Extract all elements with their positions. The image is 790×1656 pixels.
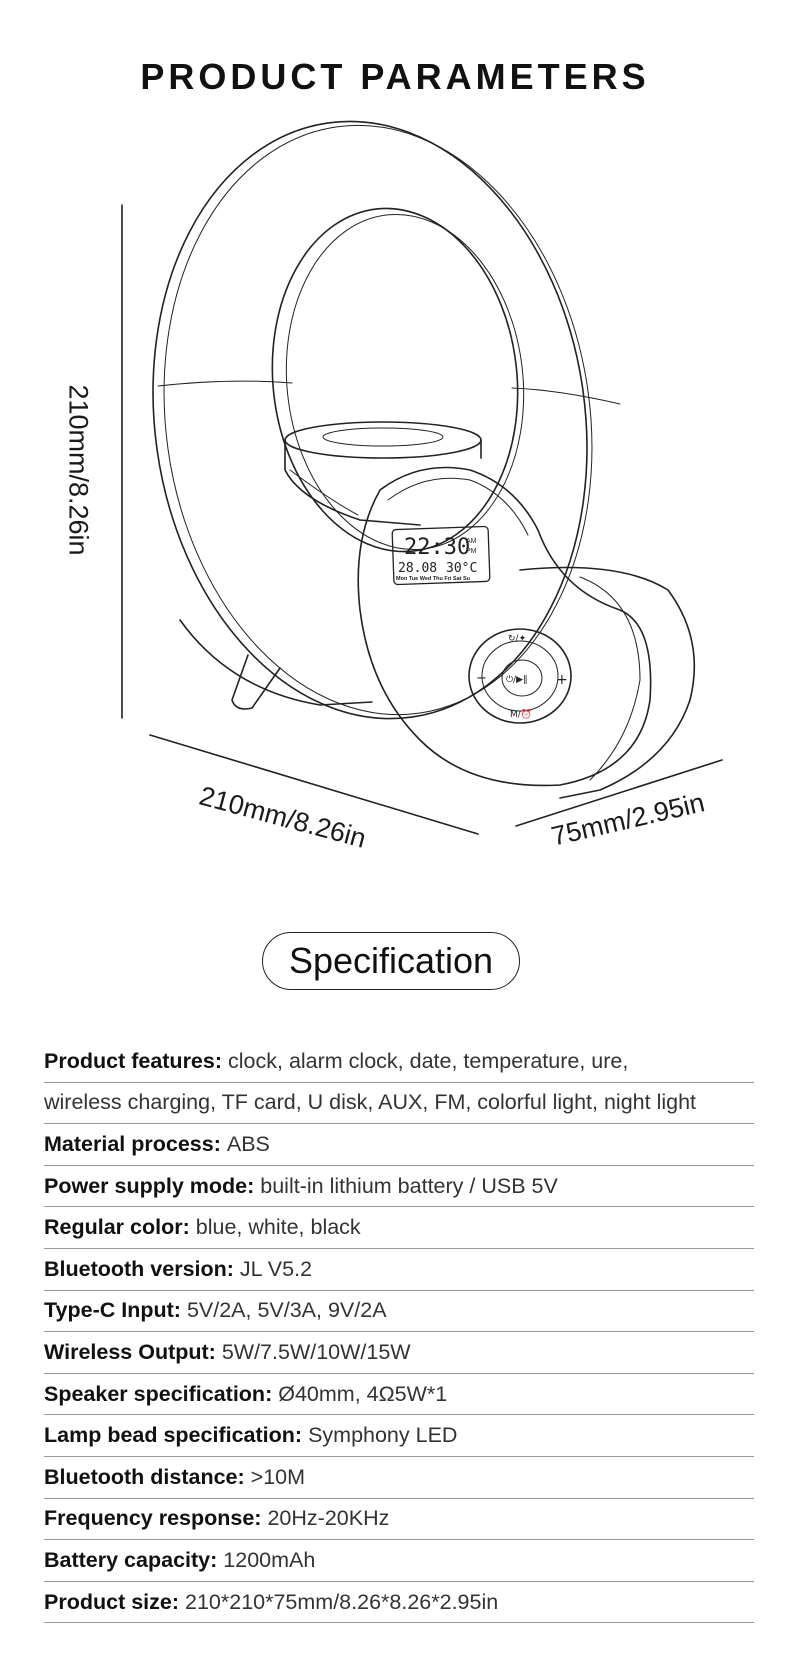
lcd-date: 28.08 [398, 561, 437, 576]
spec-row-wireless-output: Wireless Output:5W/7.5W/10W/15W [44, 1332, 754, 1374]
spec-row-bluetooth-version: Bluetooth version:JL V5.2 [44, 1249, 754, 1291]
spec-row-lamp-bead: Lamp bead specification:Symphony LED [44, 1415, 754, 1457]
spec-row-regular-color: Regular color:blue, white, black [44, 1207, 754, 1249]
spec-row-power-supply: Power supply mode:built-in lithium batte… [44, 1166, 754, 1208]
width-dimension-line [149, 734, 479, 835]
base-cylinder [519, 566, 696, 799]
spec-list: Product features:clock, alarm clock, dat… [44, 1041, 754, 1624]
spec-row-type-c-input: Type-C Input:5V/2A, 5V/3A, 9V/2A [44, 1291, 754, 1333]
lcd-days: Mon Tue Wed Thu Fri Sat Su [396, 576, 470, 582]
height-dimension-label: 210mm/8.26in [63, 384, 94, 556]
inner-ring-edge [285, 213, 525, 551]
spec-row-bluetooth-distance: Bluetooth distance:>10M [44, 1457, 754, 1499]
outer-ring [152, 120, 588, 720]
outer-ring-edge [163, 124, 593, 716]
left-foot [231, 654, 281, 710]
control-left: − [476, 671, 487, 686]
center-button [501, 659, 543, 697]
base-curve [179, 619, 373, 706]
lcd-time: 22:30 [404, 535, 470, 560]
depth-dimension-line [515, 759, 723, 827]
lcd-temp: 30°C [446, 561, 477, 576]
control-pad-ring [481, 640, 559, 712]
spec-row-speaker: Speaker specification:Ø40mm, 4Ω5W*1 [44, 1374, 754, 1416]
spec-row-product-features: Product features:clock, alarm clock, dat… [44, 1041, 754, 1083]
spec-row-battery-capacity: Battery capacity:1200mAh [44, 1540, 754, 1582]
control-arm [357, 466, 652, 787]
svg-text:PM: PM [466, 548, 477, 555]
control-center: ⏻/▶‖ [506, 674, 528, 685]
page-title: PRODUCT PARAMETERS [140, 56, 650, 97]
spec-row-frequency-response: Frequency response:20Hz-20KHz [44, 1499, 754, 1541]
spec-row-material-process: Material process:ABS [44, 1124, 754, 1166]
product-line-drawing: 22:30 AM PM 28.08 30°C Mon Tue Wed Thu F… [121, 120, 723, 835]
control-top: ↻/✦ [508, 634, 527, 644]
specification-heading: Specification [262, 932, 520, 990]
spec-row-product-features-cont: wireless charging, TF card, U disk, AUX,… [44, 1083, 754, 1125]
control-bottom: M/⏰ [510, 708, 532, 720]
control-pad [468, 628, 572, 724]
inner-ring [271, 207, 519, 553]
spec-row-product-size: Product size:210*210*75mm/8.26*8.26*2.95… [44, 1582, 754, 1624]
control-right: + [556, 672, 568, 688]
svg-text:AM: AM [466, 538, 477, 545]
charger-puck [284, 421, 482, 459]
lcd-display [391, 525, 491, 586]
